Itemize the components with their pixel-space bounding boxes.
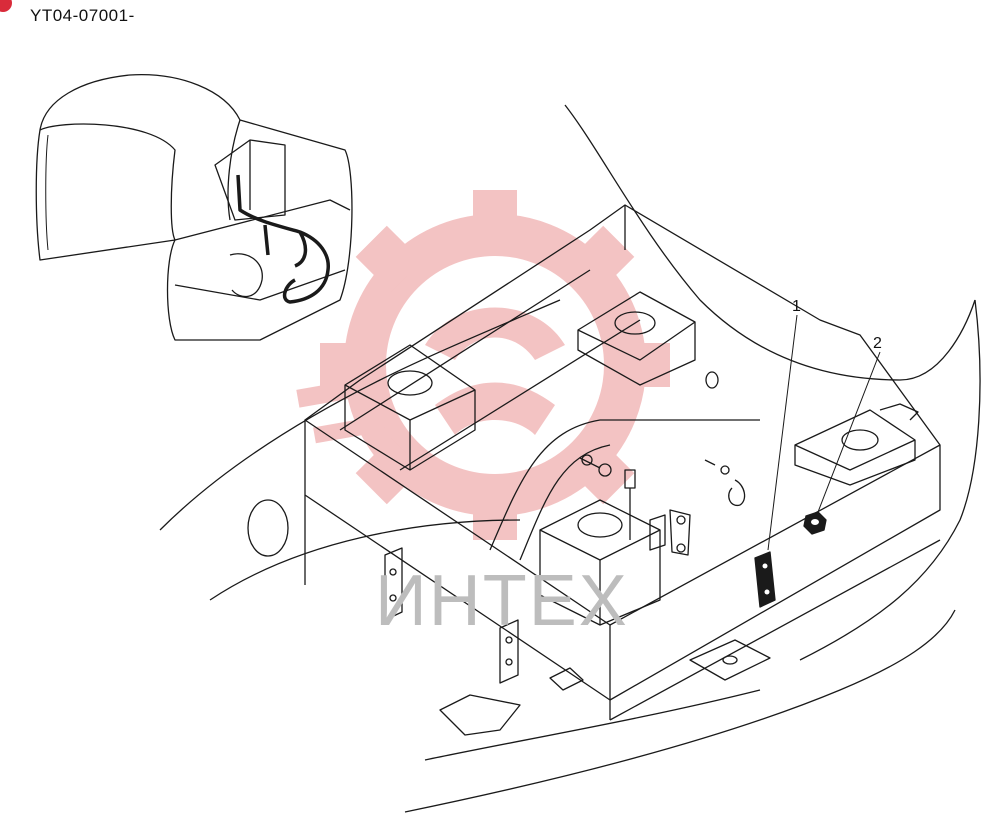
watermark-gear-icon xyxy=(296,190,670,540)
drawing-code: YT04-07001- xyxy=(30,6,135,25)
frame-drawing xyxy=(159,104,981,813)
corner-marker-icon xyxy=(0,0,12,12)
cab-inset-drawing xyxy=(35,74,353,341)
part-1-strap-icon xyxy=(754,551,776,608)
callout-2: 2 xyxy=(873,335,882,352)
callout-1: 1 xyxy=(792,298,801,315)
part-2-nut-icon xyxy=(803,511,827,535)
watermark-text: ИНТЕХ xyxy=(375,561,629,641)
